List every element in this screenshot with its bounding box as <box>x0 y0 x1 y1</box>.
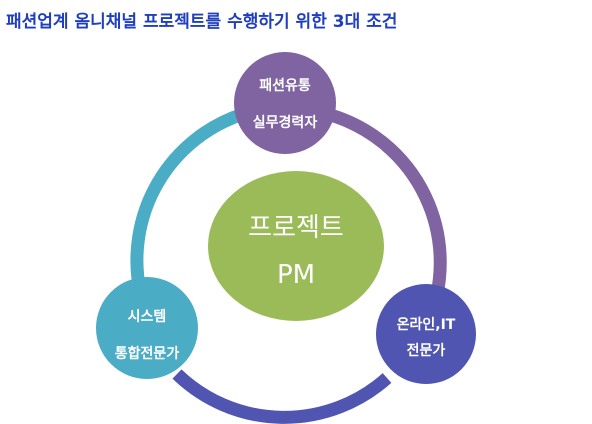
center-label-line2: PM <box>277 260 315 290</box>
center-label-line1: 프로젝트 <box>248 213 344 243</box>
node-top-circle <box>234 52 336 154</box>
arc-left-to-top <box>130 107 246 293</box>
node-top-line1: 패션유통 <box>259 77 311 94</box>
node-right-circle <box>376 284 476 384</box>
node-left-line1: 시스템 <box>128 308 167 325</box>
center-circle <box>208 171 384 321</box>
node-top-line2: 실무경력자 <box>253 114 318 131</box>
node-left-line2: 통합전문가 <box>115 345 180 362</box>
diagram-title: 패션업계 옴니채널 프로젝트를 수행하기 위한 3대 조건 <box>6 12 398 32</box>
node-left-circle <box>96 277 198 379</box>
arc-right-to-left <box>172 369 392 424</box>
node-right-line1: 온라인,IT <box>397 316 456 333</box>
node-right-line2: 전문가 <box>407 342 446 359</box>
